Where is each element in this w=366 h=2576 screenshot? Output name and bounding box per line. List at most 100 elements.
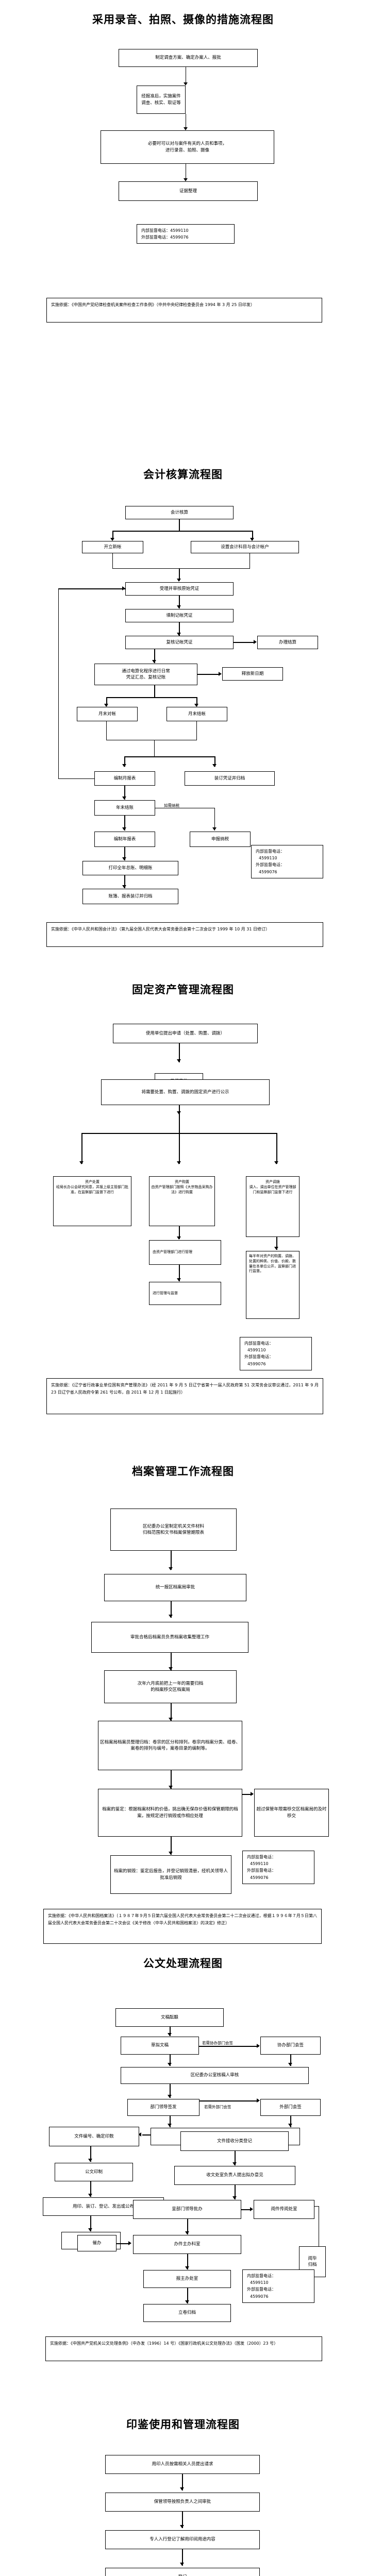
flow-node-a12: 编制月报表 (94, 771, 155, 786)
supervision-internal-number-5: 4599110 (250, 2280, 269, 2285)
arrow-g18-g19 (185, 2300, 189, 2303)
flow-node-f6: 资产调拨 调入、调出单位在资产管理部门和监察部门监督下进行 (246, 1176, 300, 1237)
connector-f1-f2 (179, 1043, 180, 1062)
arrow-d3-d4 (169, 1667, 173, 1670)
flow-node-d2: 统一报区档案局审批 (104, 1574, 246, 1601)
supervision-external-number-3: 4599076 (247, 1361, 266, 1366)
connector-f6-f9 (276, 1237, 277, 1250)
flow-node-g17: 催办 (77, 2235, 117, 2251)
flow-node-a18: 账簿、报表装订并归档 (82, 889, 178, 904)
connector-f3-f6 (276, 1133, 277, 1164)
arrow-n1-n2 (184, 82, 188, 86)
connector-a16-a17 (124, 847, 125, 860)
legal-basis-1: 实施依据：《中国共产党纪律检查机关案件检查工作条例》（中共中央纪律检查委员会 1… (46, 298, 322, 323)
supervision-phone-box-2: 内部监督电话： 4599110 外部监督电话： 4599076 (251, 845, 323, 878)
connector-merge2-a13 (214, 756, 215, 767)
flow-node-a4: 受理并审核原始凭证 (125, 582, 234, 596)
connector-a10-merge (106, 721, 107, 740)
flow-node-a10: 月末对帐 (77, 707, 138, 721)
flow-node-d7: 超过保管年限需移交区档案局的及时移交 (254, 1789, 329, 1837)
connector-loop-to-a4 (58, 588, 125, 589)
flow-node-a14: 年末结账 (94, 800, 155, 816)
flow-node-s1: 用印人员按需相关人员提出请求 (105, 2455, 260, 2474)
connector-g7-g8 (142, 2134, 151, 2136)
flow-node-f9: 每半年对资产的购置、调拨、处置的种类、价值、价款、数量在本单位公开，监察部门进行… (246, 1251, 300, 1319)
flow-node-f3: 将需要处置、购置、调拨的固定资产进行公示 (101, 1079, 270, 1105)
flow-node-g14: 呈部门领导批办 (133, 2200, 241, 2219)
supervision-internal-1: 内部监督电话：4599110 (141, 228, 189, 233)
connector-g4-g5 (170, 2084, 171, 2098)
arrow-s3-s4 (180, 2563, 184, 2566)
flow-node-d8: 档案的销毁：鉴定后报告，并登记销毁清册，经机关领导人批准后销毁 (110, 1855, 231, 1894)
supervision-phone-box-1: 内部监督电话：4599110 外部监督电话：4599076 (137, 224, 235, 244)
flow-node-g2: 草拟文稿 (121, 2037, 199, 2055)
connector-merge-bus (112, 568, 250, 569)
flow-node-g15: 阅件传阅处室 (254, 2200, 314, 2219)
page-title-fixed-assets: 固定资产管理流程图 (132, 984, 234, 996)
flow-node-n4: 证据整理 (119, 181, 258, 201)
flow-node-s4: 登记 (105, 2568, 260, 2576)
arrow-g13-g14 (232, 2196, 237, 2199)
flow-node-g1: 文稿酝酿 (115, 2008, 224, 2027)
supervision-external-label-4: 外部监督电话： (247, 1868, 276, 1873)
arrow-g1-g2 (168, 2033, 172, 2036)
connector-s2-s3 (182, 2512, 183, 2528)
connector-loop-from-a12 (58, 778, 94, 779)
connector-a8-a10 (106, 697, 107, 706)
arrow-a8-a10 (104, 704, 108, 707)
connector-f3-f5 (179, 1133, 180, 1164)
connector-g5-g6 (199, 2100, 259, 2102)
flow-node-s3: 专人入行登记了解用印间用途内容 (105, 2530, 260, 2549)
arrow-n2-n3 (184, 127, 188, 130)
arrow-d5-d6 (169, 1786, 173, 1789)
flow-node-g12: 文件接收分类登记 (180, 2131, 289, 2151)
connector-a1-a3 (252, 531, 253, 540)
arrow-f5-f7 (177, 1236, 181, 1240)
flow-node-g13: 收文处室负责人提出拟办意见 (174, 2166, 295, 2185)
arrow-f6-f9 (274, 1247, 278, 1250)
page-title-accounting: 会计核算流程图 (143, 468, 223, 481)
arrow-a1-a3 (250, 538, 254, 541)
flow-node-a11: 月末结帐 (167, 707, 227, 721)
arrow-g6-g7 (288, 2124, 292, 2127)
connector-d6-d8 (171, 1837, 172, 1855)
arrow-s2-s3 (180, 2525, 184, 2528)
edge-label-cosign-assist: 若需协办部门会签 (202, 2041, 233, 2045)
connector-g9-g10 (90, 2181, 91, 2197)
connector-g18-g19 (187, 2288, 188, 2303)
arrow-loop-to-a4 (122, 586, 125, 590)
arrow-g12-g13 (232, 2162, 237, 2165)
arrow-g4-g5 (168, 2095, 172, 2098)
connector-s1-s2 (182, 2474, 183, 2490)
flow-node-a7: 办理结算 (257, 636, 318, 649)
arrow-a14-a16 (122, 827, 126, 831)
flow-node-g5: 部门领导签发 (127, 2099, 199, 2116)
supervision-phone-box-5: 内部监督电话： 4599110 外部监督电话： 4599076 (242, 2269, 314, 2303)
connector-a12-a14 (124, 786, 125, 800)
connector-merge2-a12 (124, 756, 125, 767)
connector-g6-g7 (290, 2116, 291, 2127)
flow-node-g3: 协办部门会签 (260, 2037, 321, 2055)
connector-g15-g20-h (314, 2206, 319, 2207)
flow-node-d6: 档案的鉴定：根据档案材料的价值，挑出确无保存价值和保管期限的档案，按规定进行销毁… (98, 1789, 242, 1837)
flow-node-n3: 必要时可以对与案件有关的人员和事项， 进行录音、拍照、摄像 (101, 130, 274, 164)
supervision-internal-label-4: 内部监督电话： (247, 1855, 276, 1859)
flow-node-f5: 资产购置 由资产管理部门按照《大宗物品采购办法》进行购置 (149, 1176, 215, 1226)
flow-node-a9: 释放新日期 (222, 667, 283, 681)
flow-node-f8: 进行管理与监督 (149, 1282, 221, 1305)
arrow-a17-a18 (122, 885, 126, 888)
connector-a14-a16 (124, 816, 125, 831)
connector-g14-g15 (241, 2209, 252, 2210)
page-title-recording: 采用录音、拍照、摄像的措施流程图 (92, 13, 274, 26)
supervision-internal-label-5: 内部监督电话： (247, 2274, 276, 2278)
flow-node-a6: 复核记帐凭证 (125, 636, 234, 649)
connector-d4-d5 (171, 1703, 172, 1721)
supervision-internal-label-3: 内部监督电话： (244, 1341, 273, 1346)
connector-a2-merge (112, 553, 113, 568)
connector-loop-vertical (58, 588, 59, 778)
arrow-merge2-a13 (212, 764, 217, 767)
connector-a8-a11 (196, 697, 197, 706)
flow-node-f1: 使用单位提出申请（处置、购置、调拨） (113, 1024, 258, 1043)
connector-g1-g2 (170, 2027, 171, 2036)
arrow-g5-g7 (168, 2124, 172, 2127)
